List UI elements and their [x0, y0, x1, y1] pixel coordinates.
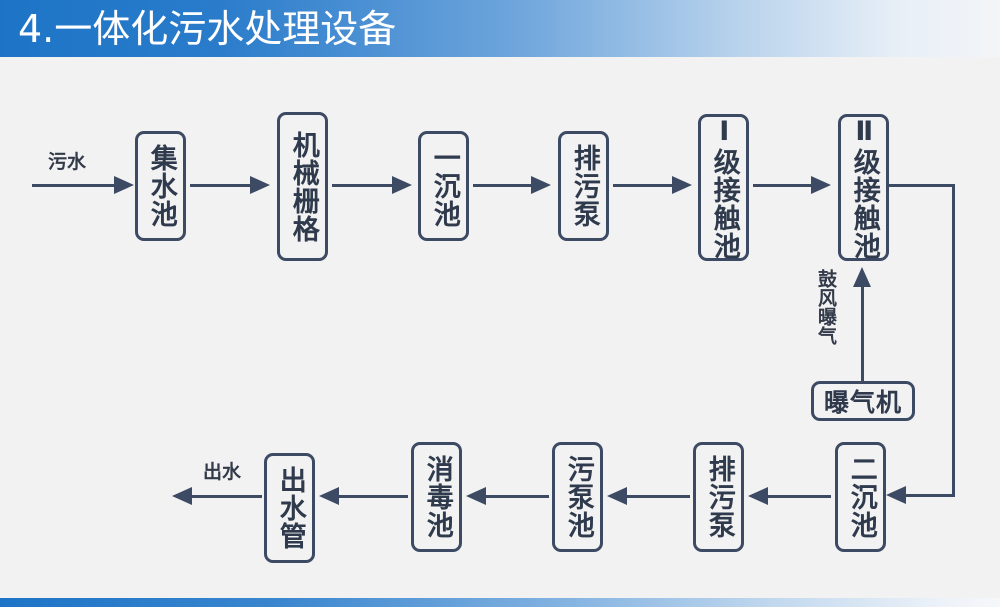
node-primary-sedimentation-tank[interactable]: 一沉池 [418, 131, 469, 241]
node-label: 机械栅格 [287, 130, 319, 243]
page-footer [0, 598, 1000, 607]
node-disinfection-tank[interactable]: 消毒池 [411, 442, 462, 552]
connector-inlet [32, 184, 120, 187]
arrowhead-pump2-to-sludge [607, 487, 627, 505]
edge-label-aeration-flow: 鼓风曝气 [814, 269, 837, 345]
connector-outlet [190, 495, 262, 498]
connector-right-into-secondary [903, 494, 955, 497]
edge-label-outlet: 出水 [203, 461, 242, 483]
node-label: 曝气机 [823, 388, 902, 417]
arrowhead-contact1-to-contact2 [811, 176, 831, 194]
node-collection-tank[interactable]: 集水池 [135, 131, 186, 241]
node-label: 排污泵 [568, 144, 600, 228]
arrowhead-disinfection-to-outlet [319, 487, 339, 505]
edge-label-inlet: 污水 [48, 151, 87, 173]
connector-grille-to-primary [332, 184, 394, 187]
arrowhead-primary-to-pump [531, 176, 551, 194]
node-label: Ⅰ级接触池 [708, 115, 740, 260]
arrowhead-pump-to-contact1 [672, 176, 692, 194]
connector-collection-to-grille [190, 184, 252, 187]
node-label: 二沉池 [845, 455, 877, 539]
node-label: 消毒池 [421, 455, 453, 539]
page-title: 4.一体化污水处理设备 [18, 7, 397, 51]
node-mechanical-grille[interactable]: 机械栅格 [277, 112, 328, 261]
connector-right-vertical [952, 184, 955, 497]
connector-contact1-to-contact2 [753, 184, 815, 187]
arrowhead-aeration-up [853, 267, 871, 287]
node-label: 排污泵 [703, 455, 735, 539]
node-label: Ⅱ级接触池 [848, 115, 880, 260]
arrowhead-inlet [114, 176, 134, 194]
arrowhead-sludge-to-disinfection [466, 487, 486, 505]
node-outlet-pipe[interactable]: 出水管 [264, 453, 315, 563]
arrowhead-into-secondary-sedimentation [886, 486, 906, 504]
node-label: 污泵池 [562, 455, 594, 539]
arrowhead-grille-to-primary [392, 176, 412, 194]
arrowhead-collection-to-grille [250, 176, 270, 194]
connector-pump2-to-sludge [624, 495, 690, 498]
connector-contact2-right [889, 184, 955, 187]
arrowhead-secondary-to-pump2 [748, 487, 768, 505]
node-label: 出水管 [274, 466, 306, 550]
connector-sludge-to-disinfection [483, 495, 549, 498]
arrowhead-outlet [172, 487, 192, 505]
node-aerator[interactable]: 曝气机 [811, 381, 915, 421]
connector-pump-to-contact1 [613, 184, 675, 187]
node-contact-tank-1[interactable]: Ⅰ级接触池 [698, 114, 749, 261]
node-label: 一沉池 [428, 144, 460, 228]
node-label: 集水池 [145, 144, 177, 228]
page-header: 4.一体化污水处理设备 [0, 0, 1000, 57]
node-contact-tank-2[interactable]: Ⅱ级接触池 [838, 114, 889, 261]
process-flow-diagram: 污水 集水池 机械栅格 一沉池 排污泵 Ⅰ级接触池 Ⅱ级接触池 鼓风曝气 [0, 57, 1000, 598]
node-sludge-pump-tank[interactable]: 污泵池 [552, 442, 603, 552]
connector-disinfection-to-outlet [336, 495, 408, 498]
node-secondary-sedimentation-tank[interactable]: 二沉池 [835, 442, 886, 552]
node-sewage-pump[interactable]: 排污泵 [558, 131, 609, 241]
node-sewage-pump-2[interactable]: 排污泵 [693, 442, 744, 552]
connector-primary-to-pump [473, 184, 535, 187]
connector-secondary-to-pump2 [765, 495, 831, 498]
connector-aerator-to-contact2 [861, 285, 864, 381]
